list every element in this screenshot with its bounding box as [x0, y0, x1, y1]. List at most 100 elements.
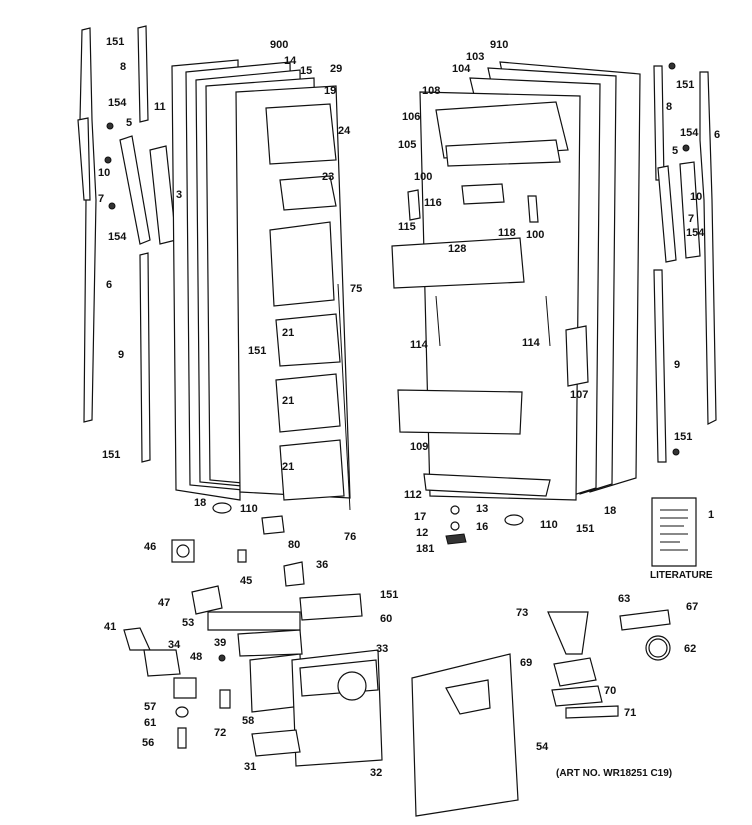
part-label: 41: [104, 621, 116, 633]
part-label: 181: [416, 543, 434, 555]
part-label: 47: [158, 597, 170, 609]
part-label: 114: [522, 337, 541, 349]
part-label: 151: [102, 449, 120, 461]
part-label: 154: [108, 231, 127, 243]
part-label: 57: [144, 701, 156, 713]
part-label: 105: [398, 139, 416, 151]
part-label: 154: [680, 127, 699, 139]
part-label: 110: [240, 503, 258, 515]
part-label: 154: [686, 227, 705, 239]
part-label: 75: [350, 283, 362, 295]
part-label: 12: [416, 527, 428, 539]
part-label: 36: [316, 559, 328, 571]
part-label: 104: [452, 63, 471, 75]
part-label: 15: [300, 65, 312, 77]
part-label: 80: [288, 539, 300, 551]
part-label: 14: [284, 55, 297, 67]
part-label: 60: [380, 613, 392, 625]
part-label: 10: [98, 167, 110, 179]
part-label: 7: [688, 213, 694, 225]
part-label: 56: [142, 737, 154, 749]
part-label: 46: [144, 541, 156, 553]
freezer-door: [171, 59, 351, 535]
part-label: 900: [270, 39, 288, 51]
part-label: 9: [674, 359, 680, 371]
part-label: 151: [676, 79, 694, 91]
fresh-food-dispenser-parts: [411, 609, 671, 817]
part-label: 16: [476, 521, 488, 533]
part-label: 128: [448, 243, 466, 255]
dispenser-parts: [123, 539, 383, 767]
part-label: 69: [520, 657, 532, 669]
part-label: 63: [618, 593, 630, 605]
part-label: 8: [666, 101, 672, 113]
literature-booklet: [651, 497, 697, 567]
part-label: 910: [490, 39, 508, 51]
part-label: 72: [214, 727, 226, 739]
left-handle-assembly: [104, 122, 177, 245]
art-number: (ART NO. WR18251 C19): [556, 768, 672, 779]
part-label: 18: [194, 497, 206, 509]
part-label: 103: [466, 51, 484, 63]
fresh-food-door: [391, 61, 641, 545]
part-label: 5: [126, 117, 132, 129]
part-label: 21: [282, 327, 294, 339]
part-label: 53: [182, 617, 194, 629]
left-lower-trim: [139, 252, 151, 463]
part-label: 45: [240, 575, 252, 587]
part-label: 109: [410, 441, 428, 453]
part-label: 5: [672, 145, 678, 157]
part-label: 106: [402, 111, 420, 123]
part-label: 32: [370, 767, 382, 779]
part-label: 154: [108, 97, 127, 109]
part-label: 19: [324, 85, 336, 97]
part-label: 7: [98, 193, 104, 205]
part-label: 9: [118, 349, 124, 361]
part-label: 23: [322, 171, 334, 183]
part-label: 62: [684, 643, 696, 655]
part-label: 13: [476, 503, 488, 515]
part-label: 70: [604, 685, 616, 697]
left-upper-trim: [137, 25, 149, 123]
left-gasket-strip: [77, 27, 97, 423]
part-label: 100: [414, 171, 432, 183]
part-label: 21: [282, 395, 294, 407]
part-label: 8: [120, 61, 126, 73]
part-label: 151: [576, 523, 594, 535]
part-label: 151: [248, 345, 266, 357]
part-label: 76: [344, 531, 356, 543]
part-label: 10: [690, 191, 702, 203]
part-label: 34: [168, 639, 181, 651]
part-label: 1: [708, 509, 714, 521]
part-label: 151: [674, 431, 692, 443]
part-label: 61: [144, 717, 156, 729]
part-label: 18: [604, 505, 616, 517]
part-label: 3: [176, 189, 182, 201]
part-label: 33: [376, 643, 388, 655]
part-label: 151: [380, 589, 398, 601]
part-label: 31: [244, 761, 256, 773]
part-label: 115: [398, 221, 416, 233]
part-label: 29: [330, 63, 342, 75]
part-label: 24: [338, 125, 351, 137]
right-handle-parts: [653, 62, 717, 463]
part-label: 112: [404, 489, 422, 501]
part-label: 17: [414, 511, 426, 523]
part-label: 58: [242, 715, 254, 727]
part-label: 116: [424, 197, 442, 209]
part-label: 11: [154, 101, 166, 113]
part-label: 6: [106, 279, 112, 291]
part-label: 21: [282, 461, 294, 473]
part-label: 6: [714, 129, 720, 141]
part-label: 114: [410, 339, 429, 351]
part-label: 151: [106, 36, 124, 48]
part-label: 67: [686, 601, 698, 613]
part-label: 73: [516, 607, 528, 619]
part-label: 110: [540, 519, 558, 531]
part-label: 48: [190, 651, 202, 663]
part-label: 108: [422, 85, 440, 97]
part-label: 100: [526, 229, 544, 241]
part-label: 107: [570, 389, 588, 401]
part-label: 39: [214, 637, 226, 649]
